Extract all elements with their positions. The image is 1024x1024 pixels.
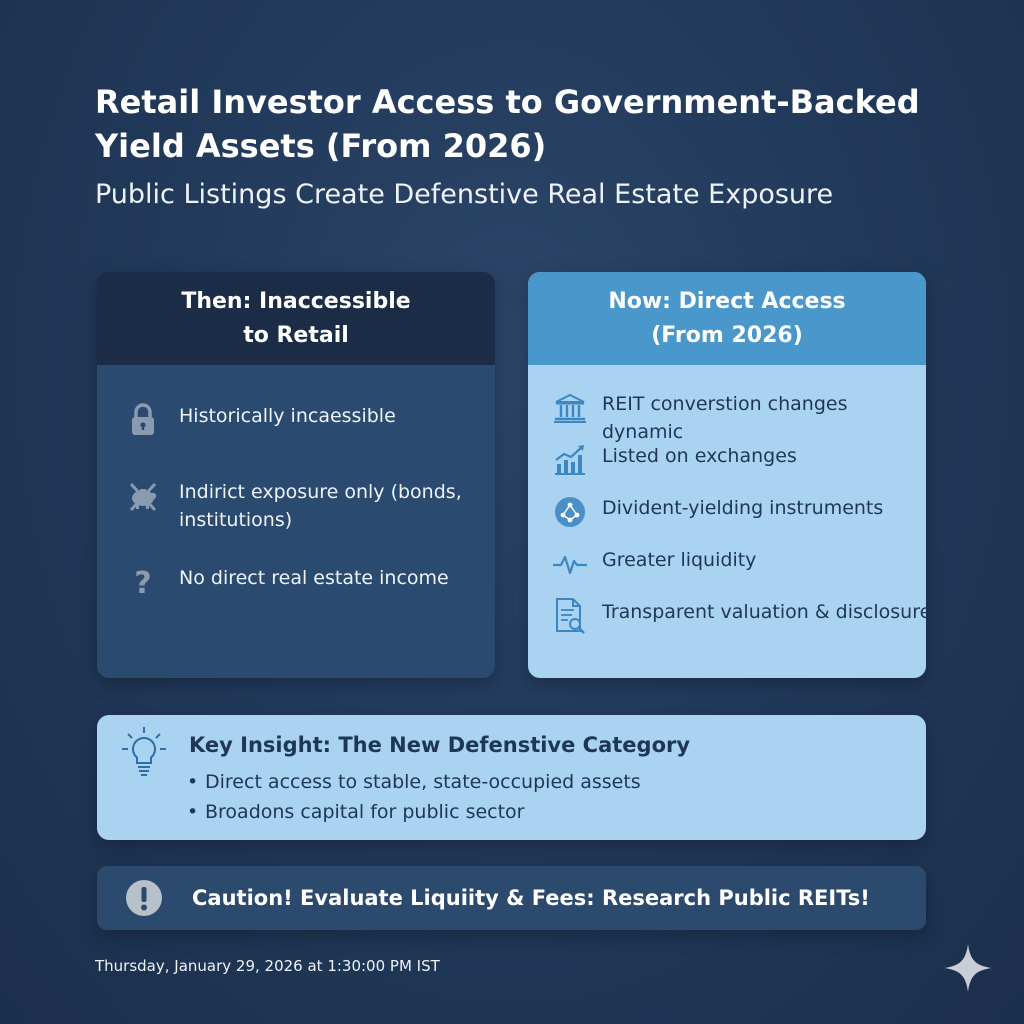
then-item-label: No direct real estate income (179, 567, 449, 589)
bank-building-icon (552, 390, 588, 426)
page-subtitle: Public Listings Create Defenstive Real E… (95, 179, 834, 210)
question-mark-icon: ? (125, 564, 161, 600)
sparkle-icon (942, 942, 994, 994)
now-panel-heading: Now: Direct Access (From 2026) (608, 288, 846, 348)
dividend-network-icon (552, 494, 588, 530)
piggy-bank-crossed-icon (125, 478, 161, 514)
now-item-label: Transparent valuation & disclosure (602, 601, 926, 623)
then-item-label: Historically incaessible (179, 405, 396, 427)
now-item-label: REIT converstion changes dynamic (602, 393, 848, 443)
chart-growth-icon (552, 442, 588, 478)
caution-banner: Caution! Evaluate Liquiity & Fees: Resea… (97, 866, 926, 930)
now-item-label: Greater liquidity (602, 549, 757, 571)
now-item-listed: Listed on exchanges (552, 442, 926, 478)
svg-text:?: ? (134, 566, 151, 599)
now-item-reit-conversion: REIT converstion changes dynamic (552, 390, 926, 446)
now-item-transparent: Transparent valuation & disclosure (552, 598, 926, 634)
then-panel-heading: Then: Inaccessible to Retail (181, 288, 411, 348)
now-item-label: Divident-yielding instruments (602, 497, 884, 519)
now-item-label: Listed on exchanges (602, 445, 797, 467)
then-panel: Then: Inaccessible to Retail Historicall… (97, 272, 495, 678)
timestamp: Thursday, January 29, 2026 at 1:30:00 PM… (95, 957, 440, 975)
now-panel: Now: Direct Access (From 2026) REIT conv… (528, 272, 926, 678)
then-item-no-income: ? No direct real estate income (125, 564, 479, 600)
key-insight-box: Key Insight: The New Defenstive Category… (97, 715, 926, 840)
list-item: Broadons capital for public sector (187, 797, 641, 827)
document-search-icon (552, 598, 588, 634)
now-item-liquidity: Greater liquidity (552, 546, 926, 582)
exclamation-circle-icon (125, 879, 163, 917)
then-item-inaccessible: Historically incaessible (125, 402, 479, 438)
pulse-wave-icon (552, 546, 588, 582)
page-title: Retail Investor Access to Government-Bac… (95, 83, 920, 165)
then-item-indirect: Indirict exposure only (bonds, instituti… (125, 478, 479, 534)
list-item: Direct access to stable, state-occupied … (187, 767, 641, 797)
lightbulb-icon (119, 725, 169, 781)
key-insight-title: Key Insight: The New Defenstive Category (189, 733, 691, 757)
padlock-icon (125, 402, 161, 438)
then-panel-header: Then: Inaccessible to Retail (97, 272, 495, 365)
then-item-label: Indirict exposure only (bonds, instituti… (179, 481, 462, 531)
now-panel-header: Now: Direct Access (From 2026) (528, 272, 926, 365)
now-item-dividend: Divident-yielding instruments (552, 494, 926, 530)
caution-text: Caution! Evaluate Liquiity & Fees: Resea… (192, 886, 870, 910)
key-insight-list: Direct access to stable, state-occupied … (187, 767, 641, 827)
